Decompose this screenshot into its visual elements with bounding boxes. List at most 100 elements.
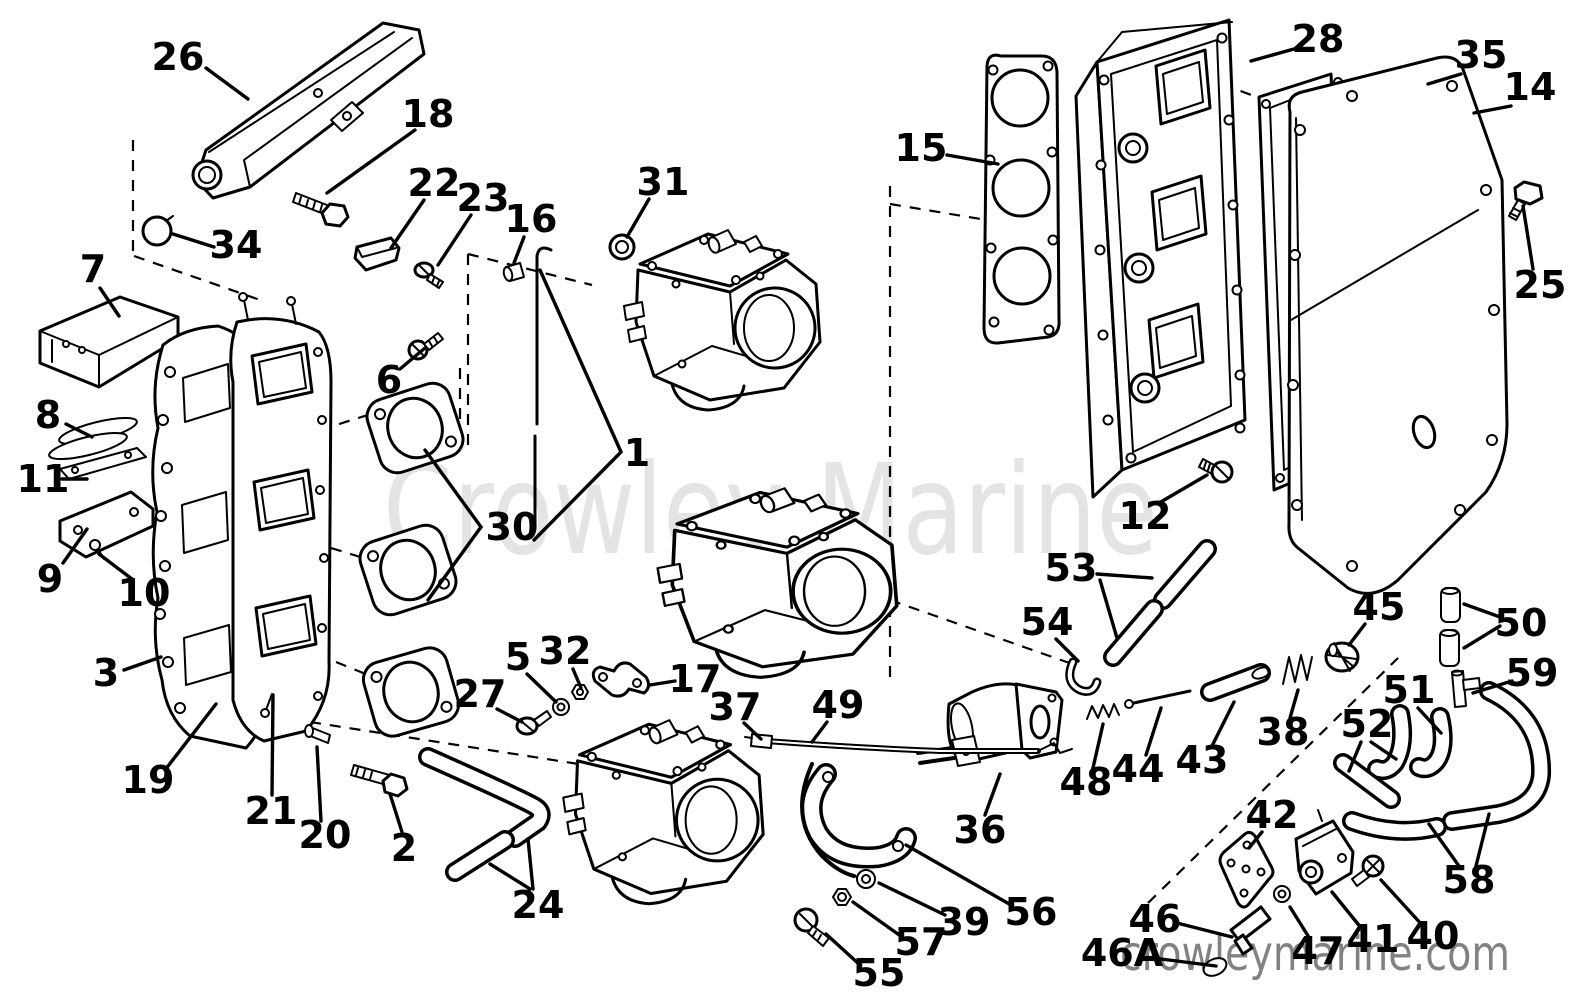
part-number-label: 34 bbox=[210, 223, 263, 267]
callout-18: 18 bbox=[325, 92, 454, 195]
carb-gasket-part bbox=[361, 646, 461, 738]
callout-59: 59 bbox=[1471, 651, 1559, 695]
part-number-label: 15 bbox=[895, 126, 948, 170]
ground-wire-part bbox=[800, 762, 876, 889]
leader-line bbox=[1379, 878, 1425, 928]
screw-55-part bbox=[793, 907, 830, 947]
pump-plate-part bbox=[1218, 830, 1275, 909]
part-number-label: 21 bbox=[245, 789, 298, 833]
callout-21: 21 bbox=[245, 693, 298, 833]
part-number-label: 56 bbox=[1005, 890, 1058, 934]
leader-line bbox=[426, 525, 483, 602]
leader-line bbox=[1249, 47, 1296, 63]
silencer-cover-part bbox=[1287, 55, 1509, 595]
part-number-label: 52 bbox=[1341, 702, 1394, 746]
reed-petals-part bbox=[48, 416, 138, 461]
part-number-label: 47 bbox=[1292, 929, 1345, 973]
leader-line bbox=[1347, 622, 1367, 647]
leader-line bbox=[204, 66, 250, 101]
part-number-label: 12 bbox=[1119, 494, 1172, 538]
primer-cable-part bbox=[744, 733, 1073, 754]
spring-48-part bbox=[1086, 703, 1120, 720]
leader-line bbox=[742, 721, 763, 741]
callout-22: 22 bbox=[389, 161, 460, 250]
callout-30: 30 bbox=[423, 448, 539, 602]
leader-line bbox=[945, 153, 1000, 166]
callout-25: 25 bbox=[1514, 204, 1566, 307]
leader-line bbox=[64, 422, 94, 439]
clamp-56-part bbox=[800, 763, 917, 869]
leader-line bbox=[851, 900, 904, 939]
nipple-part bbox=[502, 262, 525, 282]
leader-line bbox=[1175, 921, 1234, 939]
solenoid-part bbox=[916, 682, 1064, 767]
tee-59-part bbox=[1451, 669, 1481, 708]
callout-35: 35 bbox=[1426, 33, 1507, 86]
part-number-label: 20 bbox=[299, 813, 352, 857]
leader-line bbox=[1098, 578, 1119, 640]
leader-line bbox=[1521, 204, 1535, 271]
bolt-18-part bbox=[292, 192, 350, 228]
callout-24: 24 bbox=[488, 837, 565, 927]
callout-2: 2 bbox=[388, 792, 417, 870]
part-number-label: 24 bbox=[512, 883, 565, 927]
part-number-label: 44 bbox=[1112, 747, 1165, 791]
leader-line bbox=[436, 213, 473, 267]
part-number-label: 31 bbox=[637, 160, 690, 204]
part-number-label: 8 bbox=[35, 393, 61, 437]
silencer-arm-part bbox=[191, 21, 426, 200]
part-number-label: 32 bbox=[539, 629, 592, 673]
callout-3: 3 bbox=[93, 651, 163, 695]
leader-line bbox=[824, 932, 862, 967]
callout-14: 14 bbox=[1472, 65, 1556, 115]
leader-line bbox=[1347, 740, 1363, 773]
part-number-label: 46A bbox=[1081, 931, 1164, 975]
part-number-label: 51 bbox=[1383, 668, 1436, 712]
callout-57: 57 bbox=[851, 900, 947, 964]
watermark-corner: crowleymarine.com bbox=[1120, 926, 1510, 982]
reed-plate-part bbox=[58, 490, 155, 559]
callout-5: 5 bbox=[505, 635, 558, 704]
callout-44: 44 bbox=[1112, 706, 1165, 791]
callout-54: 54 bbox=[1021, 600, 1080, 663]
intake-plate-part bbox=[151, 292, 333, 750]
leader-line bbox=[1416, 706, 1443, 735]
tube-50-part bbox=[1439, 587, 1461, 667]
leader-line bbox=[1369, 740, 1398, 761]
manifold-gasket-part bbox=[982, 53, 1061, 345]
part-number-label: 39 bbox=[938, 900, 991, 944]
callout-46: 46 bbox=[1129, 897, 1234, 941]
hose-24-part bbox=[418, 747, 551, 882]
part-number-label: 2 bbox=[391, 826, 417, 870]
leader-line bbox=[1151, 956, 1218, 968]
callout-48: 48 bbox=[1060, 722, 1112, 804]
link-17-part bbox=[591, 661, 651, 698]
leader-line bbox=[270, 693, 275, 797]
part-number-label: 59 bbox=[1506, 651, 1559, 695]
leader-line bbox=[1144, 706, 1163, 757]
part-number-label: 19 bbox=[122, 758, 175, 802]
callout-9: 9 bbox=[37, 527, 89, 601]
callout-37: 37 bbox=[709, 685, 763, 741]
plunger-43-part bbox=[1200, 663, 1271, 702]
leader-line bbox=[1471, 679, 1514, 695]
fitting-46-part bbox=[1229, 905, 1272, 956]
leader-line bbox=[877, 881, 947, 917]
callout-41: 41 bbox=[1330, 890, 1399, 961]
part-number-label: 58 bbox=[1443, 858, 1496, 902]
leader-line bbox=[97, 552, 134, 581]
leader-line bbox=[1157, 473, 1209, 505]
part-number-label: 5 bbox=[505, 635, 531, 679]
callout-56: 56 bbox=[904, 843, 1058, 934]
part-number-label: 26 bbox=[152, 35, 205, 79]
part-number-label: 30 bbox=[486, 505, 539, 549]
callout-47: 47 bbox=[1288, 905, 1345, 973]
callout-27: 27 bbox=[454, 672, 524, 724]
callout-11: 11 bbox=[17, 457, 89, 501]
part-number-label: 42 bbox=[1246, 793, 1299, 837]
carburetor-assembly bbox=[622, 228, 822, 412]
leader-line bbox=[495, 707, 524, 724]
parts-layer bbox=[38, 18, 1552, 977]
part-number-label: 45 bbox=[1353, 585, 1406, 629]
